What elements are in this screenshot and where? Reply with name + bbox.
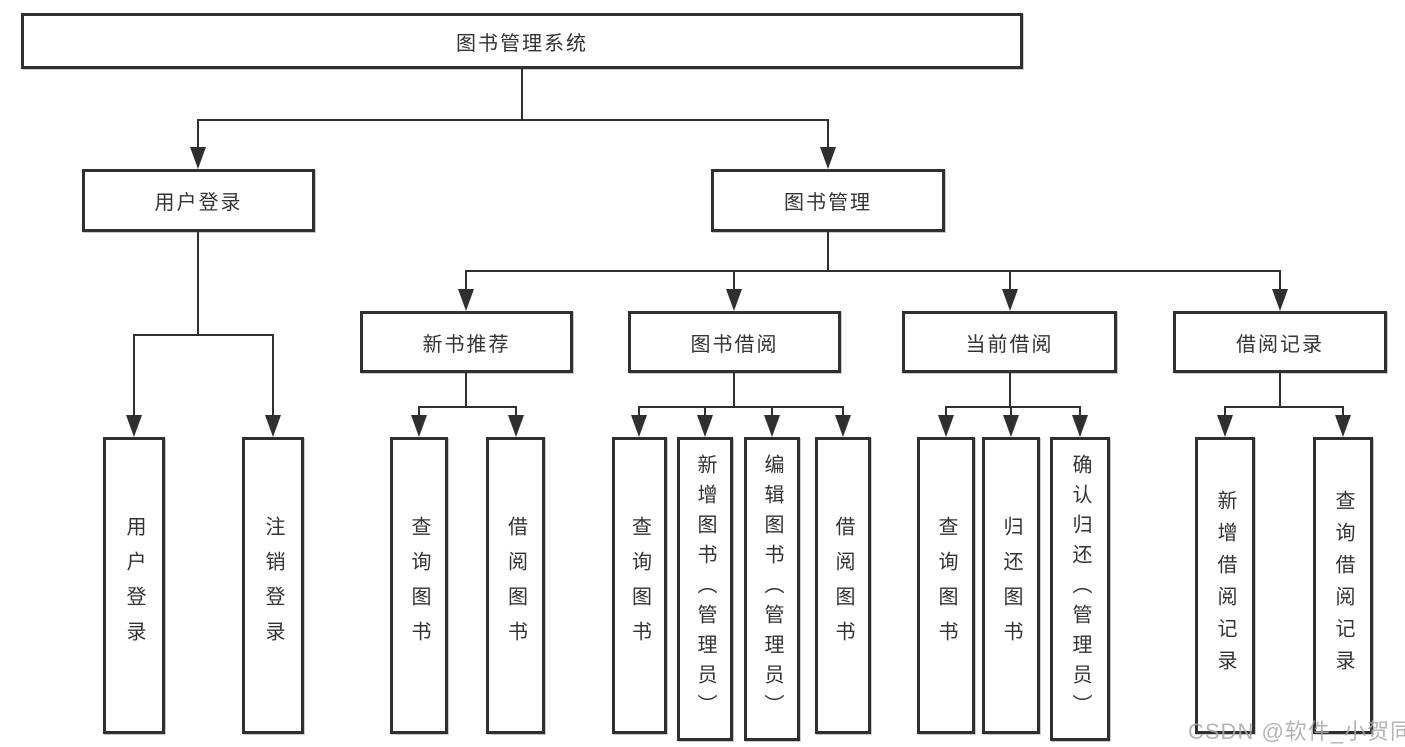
- leaf-query-borrow-record-label: 查询借阅记录: [1332, 489, 1354, 682]
- leaf-query-books-current-label: 查询图书: [935, 515, 957, 656]
- connector-book-borrow-stem: [733, 373, 735, 407]
- node-root-library-system: 图书管理系统: [21, 13, 1023, 69]
- connector-root-branch: [197, 119, 829, 121]
- arrow-down-icon: [764, 415, 780, 437]
- leaf-add-borrow-record-label: 新增借阅记录: [1214, 489, 1236, 682]
- node-borrow-records-label: 借阅记录: [1236, 333, 1324, 356]
- connector-leg-leaf-login: [133, 334, 135, 415]
- arrow-down-icon: [938, 415, 954, 437]
- leaf-user-login-label: 用户登录: [123, 515, 145, 656]
- connector-leg: [638, 406, 640, 416]
- connector-root-stem: [521, 69, 523, 119]
- node-new-book-recommend-label: 新书推荐: [422, 333, 511, 356]
- leaf-return-books-label: 归还图书: [1000, 515, 1022, 656]
- leaf-user-login: 用户登录: [103, 437, 165, 734]
- connector-user-login-branch: [133, 334, 274, 336]
- leaf-logout-label: 注销登录: [262, 515, 284, 656]
- connector-leg: [771, 406, 773, 416]
- connector-leg-book-borrow: [733, 270, 735, 290]
- connector-leg: [515, 406, 517, 416]
- connector-current-borrow-stem: [1009, 373, 1011, 407]
- leaf-borrow-books-recommend-label: 借阅图书: [504, 515, 527, 656]
- leaf-query-books-recommend-label: 查询图书: [408, 515, 430, 656]
- node-book-borrow: 图书借阅: [628, 311, 841, 373]
- connector-new-book-stem: [465, 373, 467, 407]
- connector-borrow-records-stem: [1279, 373, 1281, 407]
- node-borrow-records: 借阅记录: [1173, 311, 1387, 373]
- connector-leg-book-mgmt: [827, 119, 829, 148]
- leaf-add-books-admin: 新增图书（管理员）: [677, 437, 733, 741]
- csdn-watermark: CSDN @软件_小贺同学: [1188, 719, 1405, 744]
- arrow-down-icon: [1272, 289, 1288, 311]
- connector-user-login-stem: [197, 232, 199, 335]
- connector-leg: [1079, 406, 1081, 416]
- connector-leg: [842, 406, 844, 416]
- connector-current-borrow-branch: [945, 406, 1081, 408]
- arrow-down-icon: [1335, 415, 1351, 437]
- leaf-confirm-return-admin-label: 确认归还（管理员）: [1069, 454, 1091, 724]
- connector-leg: [1224, 406, 1226, 416]
- leaf-query-books-borrow-label: 查询图书: [628, 515, 651, 656]
- connector-leg: [1010, 406, 1012, 416]
- arrow-down-icon: [265, 415, 281, 437]
- leaf-query-borrow-record: 查询借阅记录: [1313, 437, 1373, 734]
- leaf-borrow-books-recommend: 借阅图书: [486, 437, 545, 734]
- leaf-return-books: 归还图书: [982, 437, 1040, 734]
- connector-leg: [704, 406, 706, 416]
- connector-book-mgmt-branch: [465, 270, 1280, 272]
- arrow-down-icon: [820, 147, 836, 169]
- leaf-edit-books-admin: 编辑图书（管理员）: [744, 437, 800, 741]
- arrow-down-icon: [411, 415, 427, 437]
- connector-leg-leaf-logout: [272, 334, 274, 415]
- leaf-query-books-borrow: 查询图书: [612, 437, 667, 734]
- node-book-management-label: 图书管理: [784, 192, 872, 214]
- leaf-edit-books-admin-label: 编辑图书（管理员）: [761, 454, 783, 724]
- leaf-borrow-books: 借阅图书: [815, 437, 871, 734]
- leaf-logout: 注销登录: [242, 437, 304, 734]
- leaf-borrow-books-label: 借阅图书: [832, 515, 854, 656]
- arrow-down-icon: [1072, 415, 1088, 437]
- node-current-borrow: 当前借阅: [902, 311, 1117, 373]
- node-new-book-recommend: 新书推荐: [360, 311, 573, 373]
- leaf-add-borrow-record: 新增借阅记录: [1195, 437, 1255, 734]
- node-current-borrow-label: 当前借阅: [965, 333, 1054, 356]
- connector-book-mgmt-stem: [827, 232, 829, 271]
- leaf-confirm-return-admin: 确认归还（管理员）: [1050, 437, 1110, 741]
- arrow-down-icon: [126, 415, 142, 437]
- arrow-down-icon: [1217, 415, 1233, 437]
- arrow-down-icon: [1003, 415, 1019, 437]
- connector-new-book-branch: [418, 406, 517, 408]
- node-book-management: 图书管理: [711, 169, 945, 232]
- arrow-down-icon: [726, 289, 742, 311]
- arrow-down-icon: [697, 415, 713, 437]
- leaf-add-books-admin-label: 新增图书（管理员）: [694, 454, 716, 724]
- leaf-query-books-recommend: 查询图书: [390, 437, 448, 734]
- arrow-down-icon: [631, 415, 647, 437]
- node-book-borrow-label: 图书借阅: [690, 333, 779, 356]
- arrow-down-icon: [1002, 289, 1018, 311]
- node-user-login-label: 用户登录: [154, 192, 243, 214]
- leaf-query-books-current: 查询图书: [917, 437, 975, 734]
- node-user-login: 用户登录: [82, 169, 315, 232]
- arrow-down-icon: [458, 289, 474, 311]
- arrow-down-icon: [835, 415, 851, 437]
- connector-leg-borrow-records: [1279, 270, 1281, 290]
- connector-leg-current-borrow: [1009, 270, 1011, 290]
- connector-leg: [418, 406, 420, 416]
- connector-borrow-records-branch: [1224, 406, 1344, 408]
- connector-book-borrow-branch: [638, 406, 844, 408]
- connector-leg-new-book: [465, 270, 467, 290]
- arrow-down-icon: [508, 415, 524, 437]
- connector-leg-user-login: [197, 119, 199, 148]
- node-root-label: 图书管理系统: [456, 32, 588, 55]
- connector-leg: [1342, 406, 1344, 416]
- connector-leg: [945, 406, 947, 416]
- arrow-down-icon: [190, 147, 206, 169]
